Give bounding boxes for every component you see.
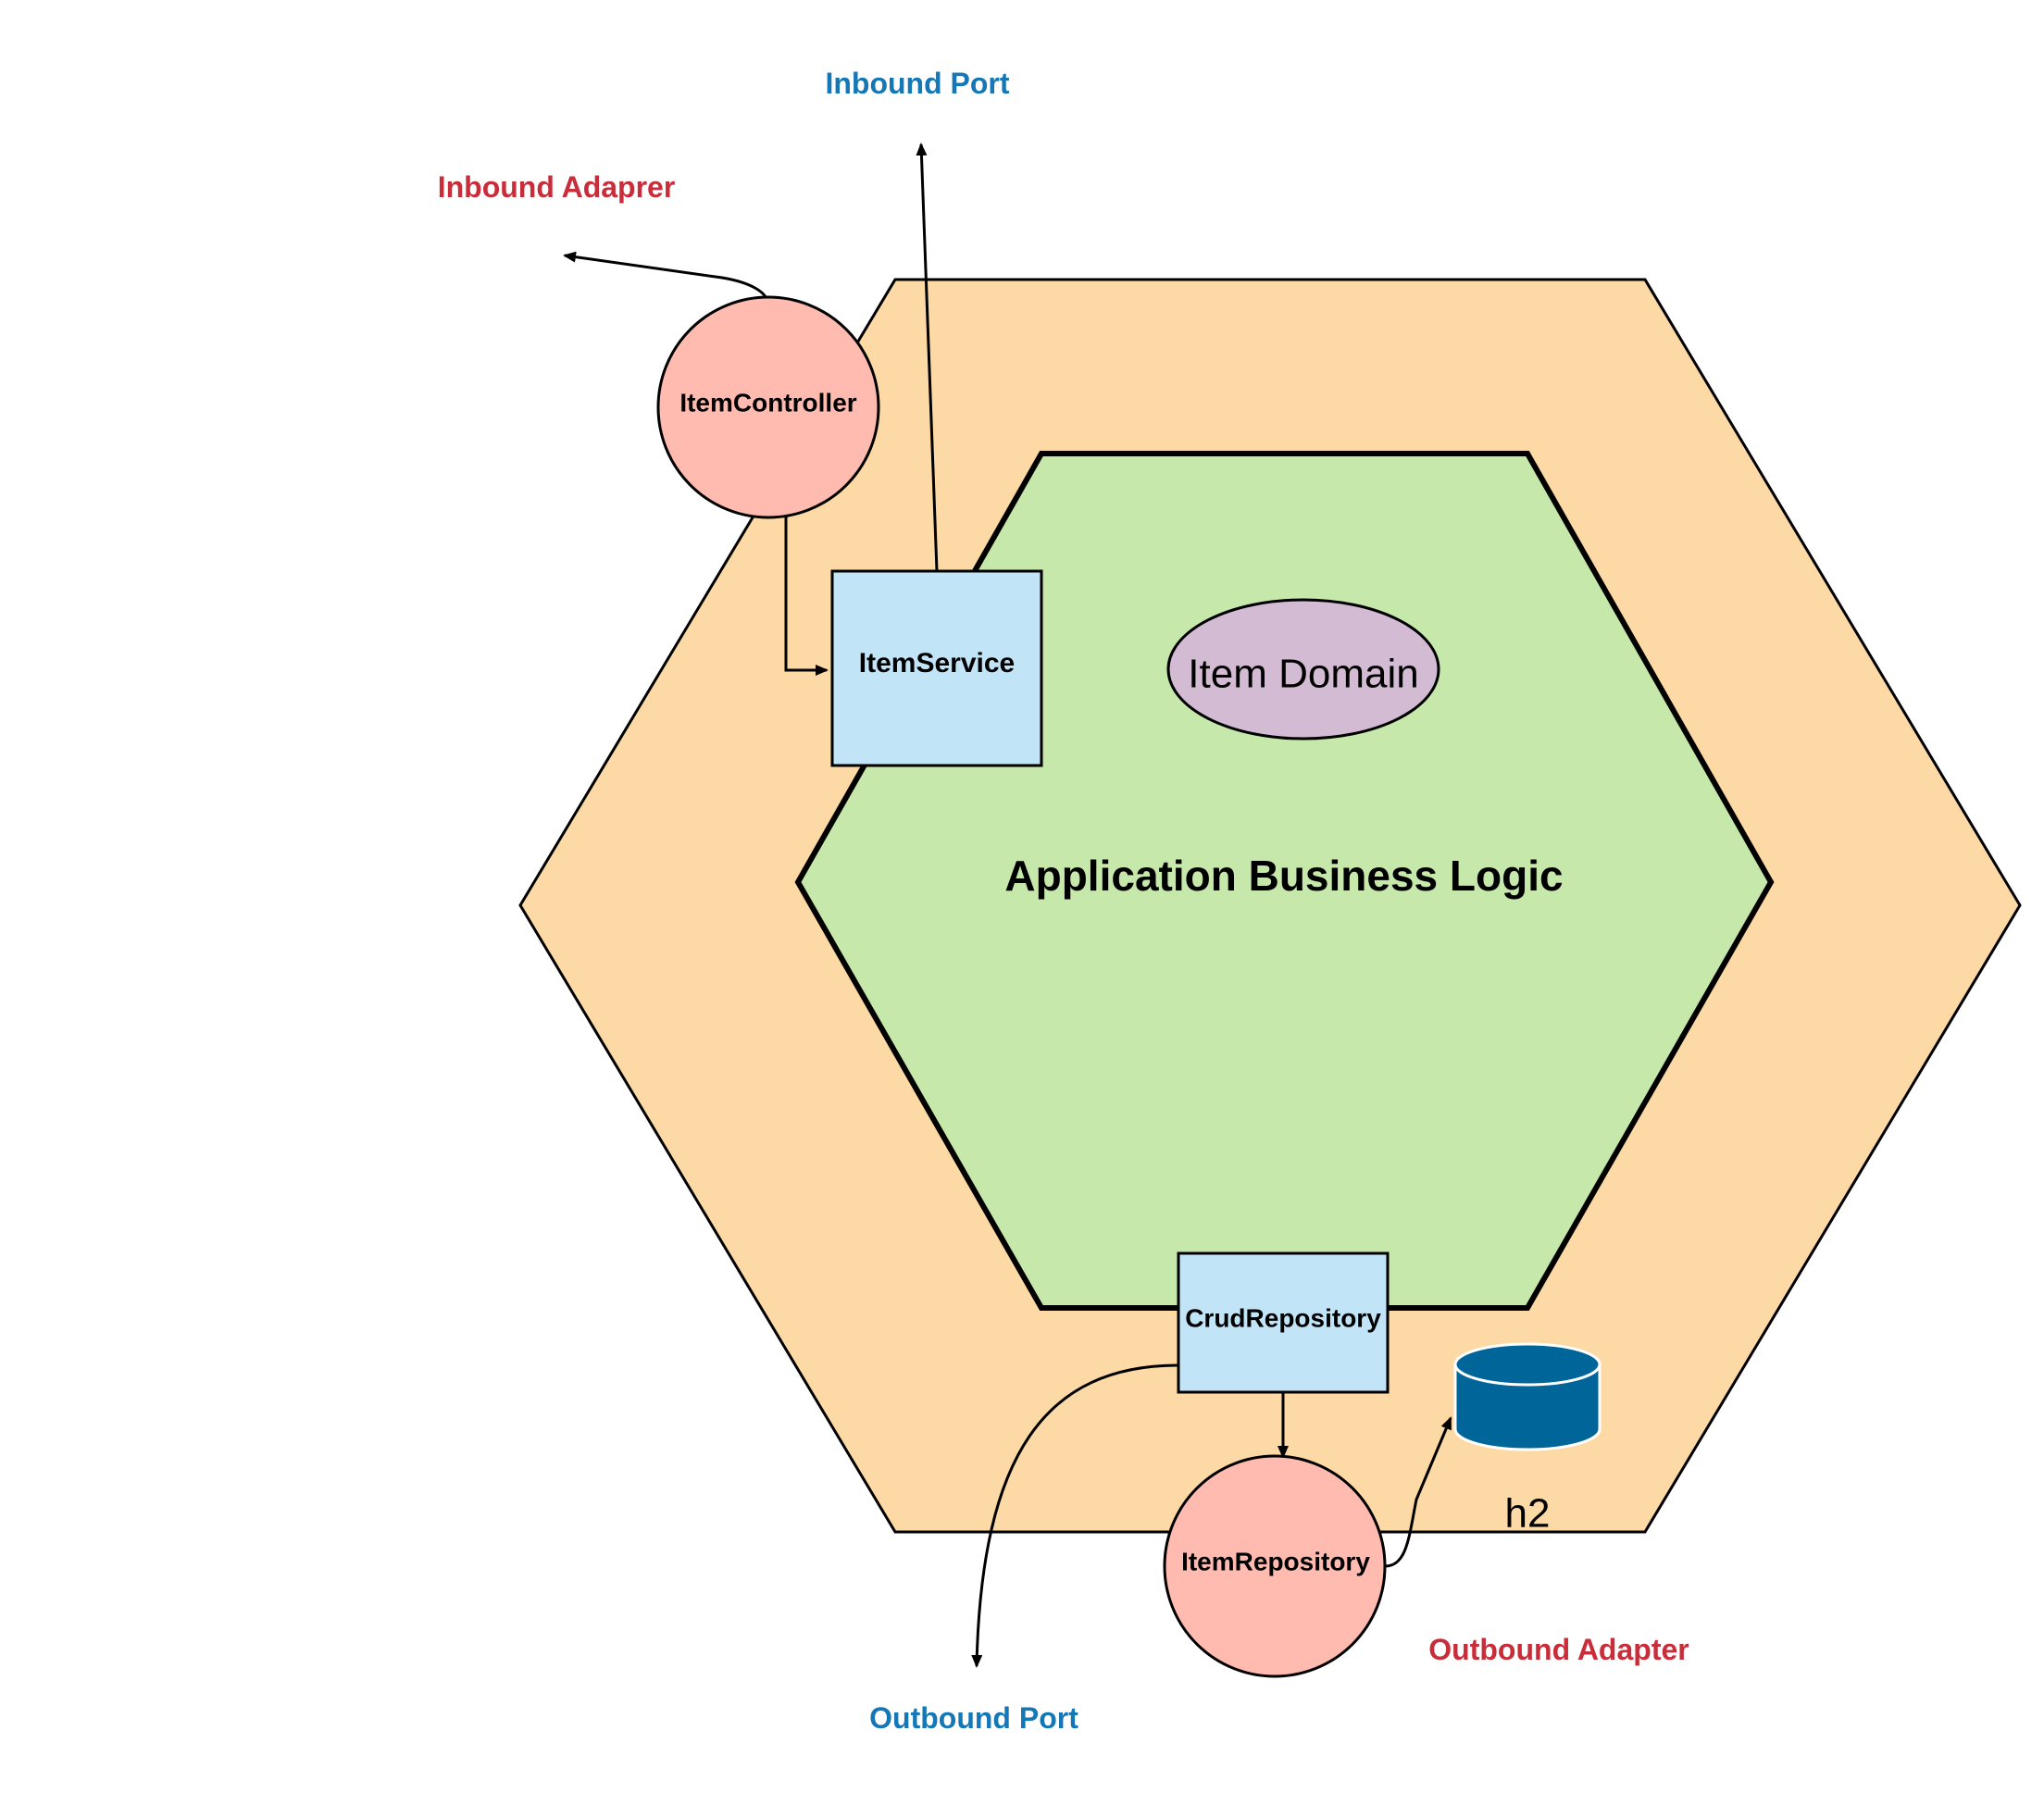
- item-controller-label: ItemController: [679, 388, 856, 417]
- item-repository-label: ItemRepository: [1181, 1547, 1370, 1575]
- crud-to-outbound-port-arrow: [971, 1363, 1179, 1668]
- controller-to-inbound-adapter-arrow: [563, 251, 770, 305]
- outbound-adapter-label: Outbound Adapter: [1428, 1633, 1689, 1666]
- inbound-port-label: Inbound Port: [825, 67, 1009, 100]
- crud-repository-label: CrudRepository: [1185, 1303, 1381, 1332]
- service-to-inbound-port-arrow: [916, 143, 939, 572]
- outbound-port-label: Outbound Port: [869, 1701, 1078, 1735]
- item-domain-label: Item Domain: [1188, 652, 1418, 697]
- item-repository-to-database-arrow: [1384, 1416, 1452, 1568]
- item-repository-circle: [1163, 1454, 1387, 1678]
- crud-repository-box: [1177, 1251, 1390, 1394]
- item-service-label: ItemService: [859, 648, 1015, 678]
- item-service-box: [830, 569, 1043, 767]
- database-label: h2: [1505, 1491, 1551, 1537]
- item-controller-circle: [656, 295, 880, 519]
- inbound-adapter-label: Inbound Adaprer: [438, 170, 676, 204]
- database-cylinder-body: [1453, 1363, 1602, 1451]
- core-title: Application Business Logic: [1004, 852, 1563, 900]
- item-domain-ellipse: [1166, 598, 1440, 741]
- cylinder-database-icon: [1453, 1342, 1602, 1451]
- database-cylinder-top: [1453, 1342, 1602, 1387]
- controller-to-service-arrow: [784, 513, 829, 676]
